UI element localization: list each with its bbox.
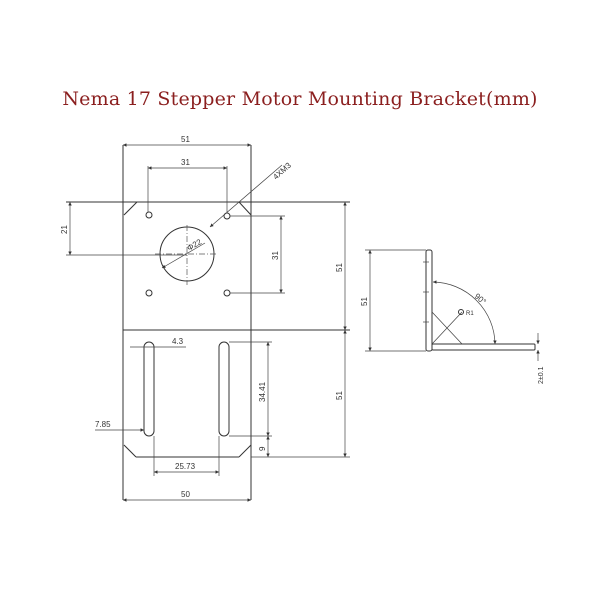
bottom-plate	[123, 341, 252, 458]
dim-width-bottom: 50	[181, 490, 190, 499]
dim-shaft-hole: Φ22	[186, 237, 204, 253]
screw-hole	[145, 289, 153, 297]
dim-screw-holes: 4XM3	[271, 160, 293, 181]
side-view	[365, 249, 540, 361]
top-plate	[66, 145, 350, 500]
dim-side-height: 51	[360, 297, 369, 306]
dim-hole-spacing-v: 31	[271, 251, 280, 260]
mounting-slot	[143, 341, 155, 437]
screw-hole	[145, 211, 153, 219]
dim-bottom-height: 51	[335, 391, 344, 400]
drawing-title: Nema 17 Stepper Motor Mounting Bracket(m…	[62, 88, 538, 110]
dim-bend-angle: 90°	[473, 292, 488, 307]
dim-slot-width: 4.3	[172, 337, 184, 346]
dim-slot-length: 34.41	[258, 381, 267, 402]
dim-bend-radius: R1	[466, 311, 474, 317]
mounting-slot	[218, 341, 230, 437]
dim-hole-spacing-h: 31	[181, 158, 190, 167]
dim-bottom-margin: 9	[258, 446, 267, 451]
dim-slot-offset: 7.85	[95, 420, 111, 429]
dim-top-height: 51	[335, 263, 344, 272]
screw-hole	[223, 289, 231, 297]
dim-slot-spacing: 25.73	[175, 462, 196, 471]
dim-thickness: 2±0.1	[538, 366, 545, 384]
dim-width-top: 51	[181, 135, 190, 144]
dim-hole-offset: 21	[60, 225, 69, 234]
